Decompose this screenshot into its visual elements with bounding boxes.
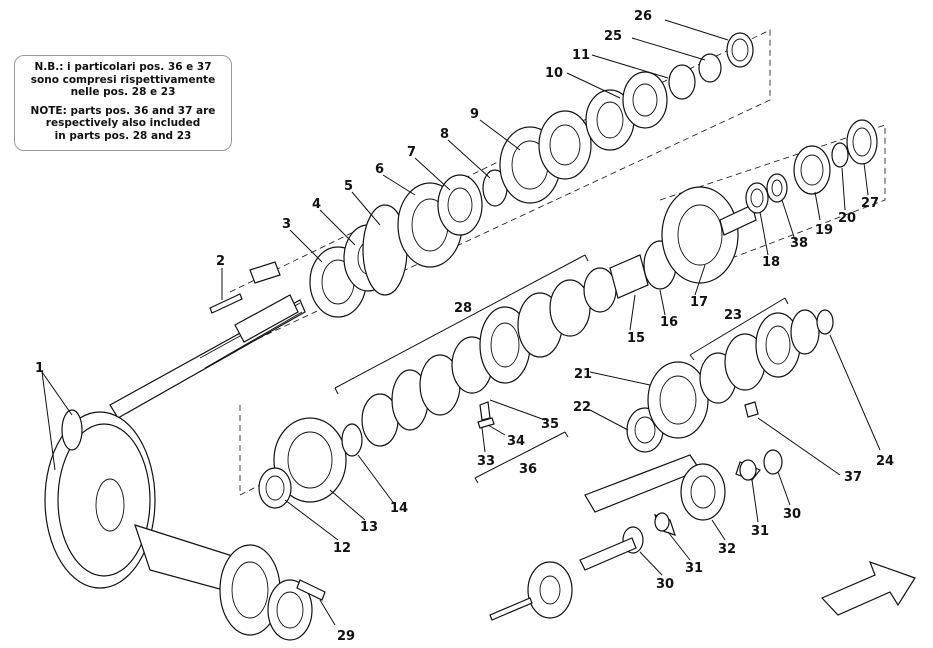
callout-23: 23 <box>724 308 742 323</box>
callout-17: 17 <box>690 295 708 310</box>
input-shaft <box>109 294 306 419</box>
reverse-gear-group <box>489 449 783 621</box>
callout-21: 21 <box>574 367 592 382</box>
input-shaft-parts <box>309 32 754 318</box>
callout-13: 13 <box>360 520 378 535</box>
differential-housing <box>134 524 326 641</box>
callout-34: 34 <box>507 434 525 449</box>
note-it-line-3: nelle pos. 28 e 23 <box>70 86 176 98</box>
callout-2: 2 <box>216 254 225 269</box>
gear-cluster-28 <box>258 186 757 509</box>
callout-10: 10 <box>545 66 563 81</box>
callout-5: 5 <box>344 179 353 194</box>
note-it-line-2: sono compresi rispettivamente <box>30 73 216 86</box>
callout-30-lower: 30 <box>656 577 674 592</box>
callout-36: 36 <box>519 462 537 477</box>
callout-14: 14 <box>390 501 408 516</box>
callout-3: 3 <box>282 217 291 232</box>
callout-26: 26 <box>634 9 652 24</box>
direction-arrow-icon <box>820 560 916 616</box>
note-it-line-1: N.B.: i particolari pos. 36 e 37 <box>34 61 212 73</box>
callout-28: 28 <box>454 301 472 316</box>
callout-labels: 1 2 3 4 5 6 7 8 9 10 11 12 13 14 15 16 1… <box>35 9 894 644</box>
callout-25: 25 <box>604 29 622 44</box>
callout-32: 32 <box>718 542 736 557</box>
callout-7: 7 <box>407 145 416 160</box>
callout-37: 37 <box>844 470 862 485</box>
callout-24: 24 <box>876 454 894 469</box>
note-en-line-2: respectively also included <box>45 117 201 129</box>
callout-27: 27 <box>861 196 879 211</box>
callout-29: 29 <box>337 629 355 644</box>
note-en-line-1: NOTE: parts pos. 36 and 37 are <box>30 104 216 117</box>
callout-31-upper: 31 <box>751 524 769 539</box>
leader-lines <box>41 19 881 626</box>
callout-20: 20 <box>838 211 856 226</box>
callout-15: 15 <box>627 331 645 346</box>
callout-12: 12 <box>333 541 351 556</box>
note-en-line-3: in parts pos. 28 and 23 <box>54 129 192 142</box>
group-brackets <box>334 254 789 484</box>
callout-9: 9 <box>470 107 479 122</box>
callout-19: 19 <box>815 223 833 238</box>
callout-8: 8 <box>440 127 449 142</box>
callout-22: 22 <box>573 400 591 415</box>
callout-33: 33 <box>477 454 495 469</box>
callout-4: 4 <box>312 197 321 212</box>
callout-6: 6 <box>375 162 384 177</box>
gear-assembly-23 <box>626 309 834 453</box>
callout-1: 1 <box>35 361 44 376</box>
callout-16: 16 <box>660 315 678 330</box>
callout-30-upper: 30 <box>783 507 801 522</box>
bracket-and-bolt <box>209 261 281 314</box>
ring-gear <box>44 409 156 589</box>
layshaft-right-parts <box>745 119 878 214</box>
callout-31-lower: 31 <box>685 561 703 576</box>
callout-35: 35 <box>541 417 559 432</box>
callout-38: 38 <box>790 236 808 251</box>
note-box: N.B.: i particolari pos. 36 e 37 sono co… <box>14 55 232 151</box>
callout-18: 18 <box>762 255 780 270</box>
callout-11: 11 <box>572 48 590 63</box>
